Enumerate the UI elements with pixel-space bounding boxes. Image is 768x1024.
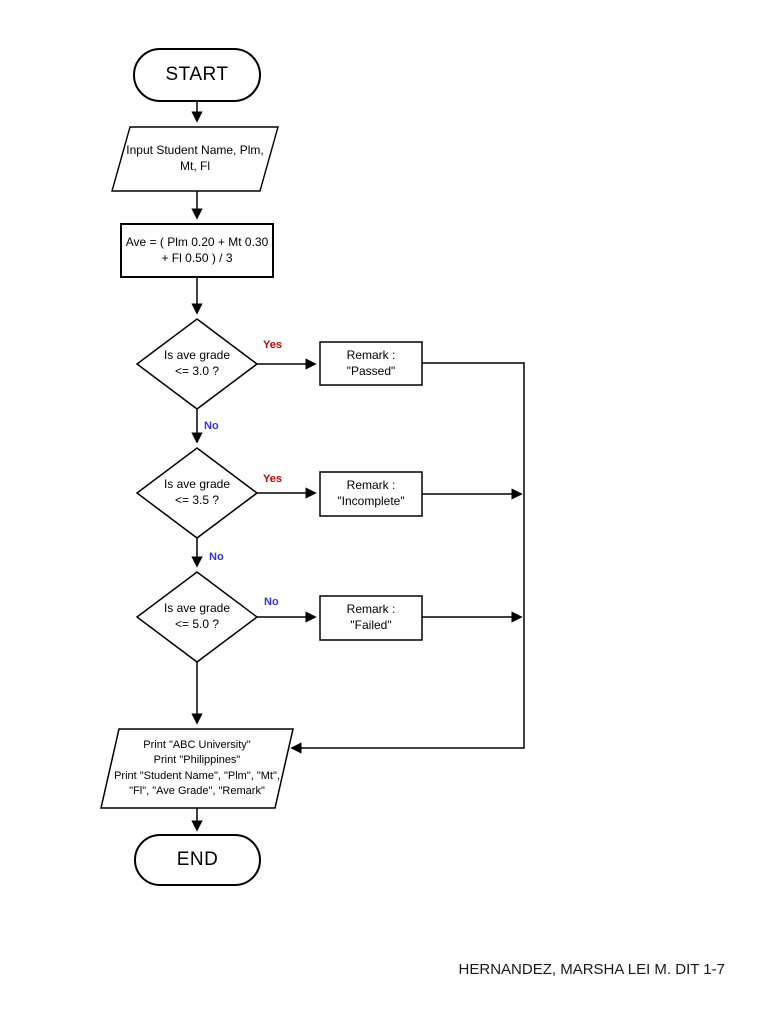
decision1-no-label: No (204, 420, 219, 432)
input-node-label: Input Student Name, Plm, Mt, Fl (126, 143, 264, 173)
average-process-shape (120, 223, 274, 278)
end-terminator-shape (134, 834, 261, 886)
decision2-node-label: Is ave grade <= 3.5 ? (163, 477, 231, 507)
author-name-text: HERNANDEZ, MARSHA LEI M. DIT 1-7 (458, 961, 725, 978)
decision1-node-label: Is ave grade <= 3.0 ? (163, 348, 231, 378)
decision1-yes-label: Yes (263, 339, 282, 351)
decision3-node-label: Is ave grade <= 5.0 ? (163, 601, 231, 631)
decision1-diamond-shape (135, 318, 259, 410)
remark-incomplete-label: Remark : "Incomplete" (337, 478, 405, 508)
remark-passed-label: Remark : "Passed" (346, 347, 396, 378)
edge-passed-to-print (290, 362, 525, 754)
average-node-label: Ave = ( Plm 0.20 + Mt 0.30 + Fl 0.50 ) /… (125, 234, 269, 265)
end-node-label: END (176, 848, 219, 870)
remark-incomplete-shape (319, 471, 423, 517)
decision2-yes-label: Yes (263, 473, 282, 485)
decision3-diamond-shape (135, 571, 259, 663)
input-parallelogram-shape (111, 126, 279, 192)
remark-failed-label: Remark : "Failed" (346, 602, 396, 632)
decision2-no-label: No (209, 551, 224, 563)
start-node-label: START (165, 63, 229, 85)
remark-failed-shape (319, 595, 423, 641)
print-node-label: Print "ABC University" Print "Philippine… (114, 738, 280, 797)
decision3-no-label: No (264, 596, 279, 608)
print-parallelogram-shape (100, 728, 294, 809)
remark-passed-shape (319, 341, 423, 386)
decision2-diamond-shape (135, 447, 259, 539)
start-terminator-shape (133, 48, 261, 102)
